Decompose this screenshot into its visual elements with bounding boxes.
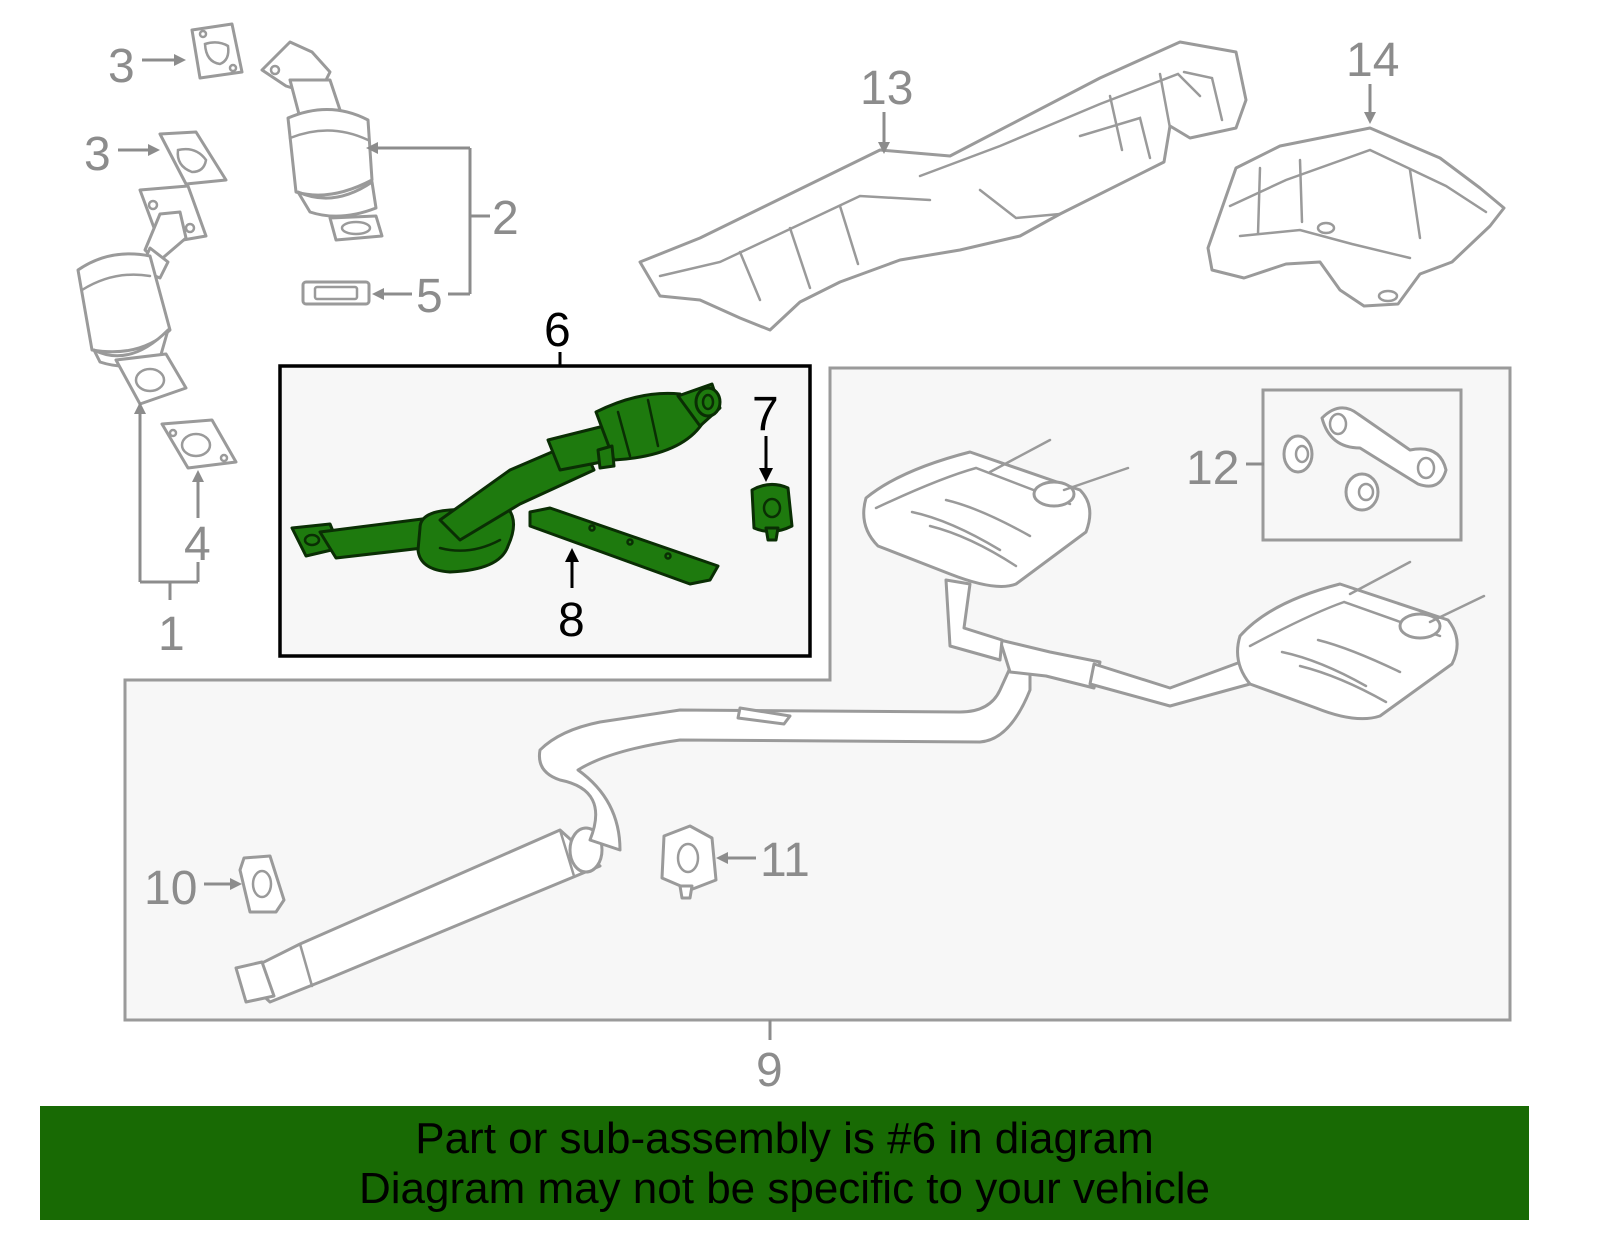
callout-3-upper: 3: [108, 40, 135, 93]
notice-line-2: Diagram may not be specific to your vehi…: [358, 1164, 1211, 1213]
leader-lines: [118, 54, 1376, 1040]
callout-4: 4: [184, 518, 211, 571]
part-12-hanger-kit: [1282, 406, 1448, 512]
callout-9: 9: [756, 1044, 783, 1097]
part-5-gasket: [301, 280, 371, 306]
assembly-9-frame: [123, 366, 1512, 1022]
callout-7: 7: [752, 388, 779, 441]
callout-12: 12: [1186, 442, 1239, 495]
part-13-heat-shield: [638, 40, 1248, 332]
part-7-hanger: [750, 483, 794, 542]
part-11-hanger: [660, 824, 718, 900]
callout-5: 5: [416, 270, 443, 323]
notice-banner: Part or sub-assembly is #6 in diagram Di…: [40, 1106, 1529, 1220]
callout-1: 1: [158, 608, 185, 661]
callout-10: 10: [144, 862, 197, 915]
callout-2: 2: [492, 192, 519, 245]
part-10-gasket: [238, 854, 286, 914]
callout-3-lower: 3: [84, 128, 111, 181]
part-4-gasket: [160, 418, 238, 470]
part-8-heat-shield: [528, 506, 720, 586]
part-1-catalytic-converter: [76, 184, 208, 406]
notice-line-1: Part or sub-assembly is #6 in diagram: [415, 1114, 1154, 1163]
part-3-gasket-lower: [158, 130, 228, 186]
part-9-rear-exhaust: [234, 438, 1486, 1004]
part-14-heat-shield: [1206, 126, 1506, 308]
callout-8: 8: [558, 594, 585, 647]
part-2-catalytic-converter: [260, 40, 384, 242]
callout-14: 14: [1346, 34, 1399, 87]
callout-13: 13: [860, 62, 913, 115]
callout-11: 11: [760, 834, 810, 887]
callout-6: 6: [544, 304, 571, 357]
part-6-front-pipe-assembly: [290, 382, 722, 574]
part-3-gasket-upper: [190, 22, 244, 80]
